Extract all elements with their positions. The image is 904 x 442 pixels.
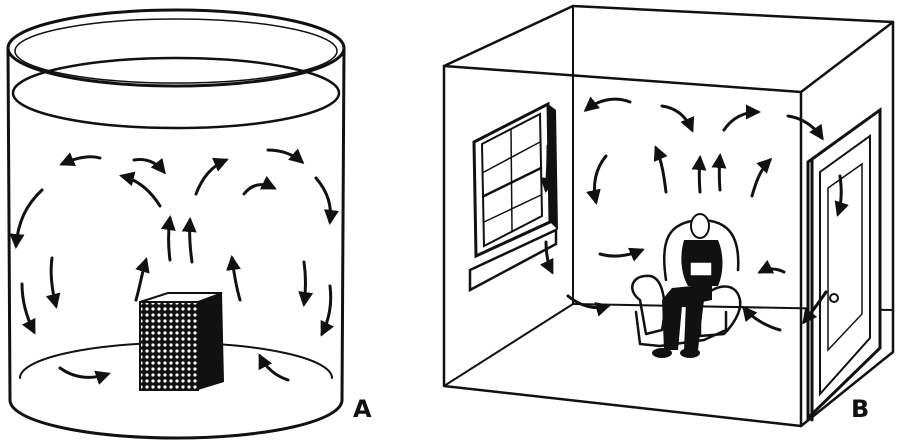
arrow-icon	[724, 112, 758, 130]
arrow-icon	[752, 160, 770, 196]
arrow-icon	[304, 262, 306, 304]
window-icon	[470, 104, 558, 290]
arrow-icon	[586, 99, 630, 110]
door-icon	[808, 110, 880, 420]
arrow-icon	[136, 260, 146, 300]
arrow-icon	[196, 160, 226, 194]
arrow-icon	[699, 158, 700, 192]
arrow-icon	[244, 185, 274, 194]
arrow-icon	[51, 258, 56, 306]
arrow-icon	[260, 356, 288, 380]
arrow-icon	[662, 106, 692, 130]
arrow-icon	[656, 148, 666, 192]
arrow-icon	[760, 269, 784, 272]
arrow-icon	[594, 156, 606, 202]
heater-icon	[140, 293, 224, 390]
arrow-icon	[62, 157, 100, 164]
arrow-icon	[322, 286, 331, 334]
arrow-icon	[122, 176, 160, 206]
arrow-icon	[190, 220, 192, 262]
arrow-icon	[134, 160, 164, 173]
arrow-icon	[719, 156, 720, 190]
panel-label-b: B	[851, 395, 869, 423]
arrow-icon	[316, 178, 330, 222]
arrow-icon	[60, 368, 108, 377]
arrow-icon	[16, 190, 42, 246]
arrow-icon	[268, 150, 302, 162]
arrow-icon	[744, 308, 780, 330]
panel-label-a: A	[353, 395, 372, 423]
arrow-icon	[788, 116, 822, 138]
arrow-icon	[22, 284, 34, 332]
arrow-icon	[169, 218, 171, 260]
arrow-icon	[232, 258, 240, 300]
arrow-icon	[600, 250, 642, 256]
